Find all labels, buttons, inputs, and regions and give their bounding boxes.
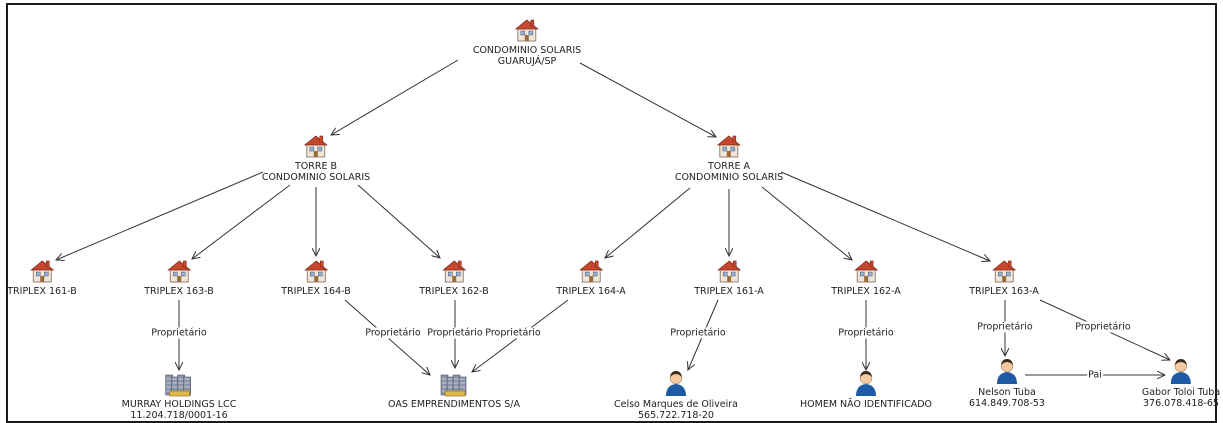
node-label: TRIPLEX 161-B — [7, 286, 77, 297]
node-label: TRIPLEX 163-A — [969, 286, 1039, 297]
person-icon — [1170, 359, 1191, 384]
node-sublabel: 376.078.418-65 — [1143, 398, 1219, 409]
node-label: TRIPLEX 161-A — [694, 286, 764, 297]
node-celso-marques[interactable]: Celso Marques de Oliveira 565.722.718-20 — [614, 369, 738, 421]
node-triplex-164-a[interactable]: TRIPLEX 164-A — [556, 258, 626, 297]
node-murray-holdings[interactable]: MURRAY HOLDINGS LCC 11.204.718/0001-16 — [121, 369, 237, 421]
node-torre-a[interactable]: TORRE A CONDOMINIO SOLARIS — [675, 133, 783, 183]
node-sublabel: CONDOMINIO SOLARIS — [261, 172, 371, 183]
edge-label-proprietario: Proprietário — [669, 327, 727, 339]
house-icon — [991, 260, 1017, 283]
node-label: TORRE A — [707, 161, 750, 172]
house-icon — [716, 260, 742, 283]
node-condominio-solaris[interactable]: CONDOMINIO SOLARIS GUARUJÁ/SP — [473, 17, 581, 67]
node-triplex-162-b[interactable]: TRIPLEX 162-B — [419, 258, 489, 297]
node-label: HOMEM NÃO IDENTIFICADO — [800, 399, 932, 410]
edge-label-pai: Pai — [1087, 369, 1103, 381]
edge-torre-a-164a — [605, 187, 691, 258]
house-icon — [578, 260, 604, 283]
node-label: TRIPLEX 163-B — [144, 286, 214, 297]
node-triplex-161-a[interactable]: TRIPLEX 161-A — [694, 258, 764, 297]
edge-label-proprietario: Proprietário — [837, 327, 895, 339]
house-icon — [441, 260, 467, 283]
edge-torre-b-163b — [192, 184, 291, 259]
node-label: OAS EMPRENDIMENTOS S/A — [388, 399, 520, 410]
edge-root-torre-a — [579, 62, 716, 137]
edge-label-proprietario: Proprietário — [976, 321, 1034, 333]
house-icon — [29, 260, 55, 283]
node-label: TRIPLEX 162-A — [831, 286, 901, 297]
node-sublabel: 614.849.708-53 — [969, 398, 1045, 409]
node-homem-nao-identificado[interactable]: HOMEM NÃO IDENTIFICADO — [800, 369, 932, 410]
node-sublabel: 565.722.718-20 — [638, 410, 714, 421]
edge-torre-a-163a — [780, 171, 990, 261]
node-sublabel: 11.204.718/0001-16 — [130, 410, 228, 421]
edge-label-proprietario: Proprietário — [364, 327, 422, 339]
house-icon — [853, 260, 879, 283]
person-icon — [997, 359, 1017, 384]
edge-label-proprietario: Proprietário — [150, 327, 208, 339]
person-icon — [856, 371, 876, 396]
node-triplex-162-a[interactable]: TRIPLEX 162-A — [831, 258, 901, 297]
edge-label-proprietario: Proprietário — [1074, 321, 1132, 333]
node-nelson-tuba[interactable]: Nelson Tuba 614.849.708-53 — [969, 357, 1045, 409]
node-label: TRIPLEX 164-B — [281, 286, 351, 297]
edge-torre-b-162b — [357, 184, 440, 258]
node-label: Gabor Toloi Tuba — [1141, 387, 1221, 398]
company-building-icon — [165, 374, 192, 397]
edge-torre-b-161b — [56, 171, 264, 260]
node-triplex-163-b[interactable]: TRIPLEX 163-B — [144, 258, 214, 297]
node-triplex-164-b[interactable]: TRIPLEX 164-B — [281, 258, 351, 297]
house-icon — [303, 260, 329, 283]
edge-label-proprietario: Proprietário — [484, 327, 542, 339]
node-sublabel: GUARUJÁ/SP — [497, 56, 557, 67]
edge-root-torre-b — [331, 59, 459, 135]
edge-label-proprietario: Proprietário — [426, 327, 484, 339]
node-torre-b[interactable]: TORRE B CONDOMINIO SOLARIS — [262, 133, 370, 183]
house-icon — [166, 260, 192, 283]
house-icon — [716, 135, 742, 158]
house-icon — [303, 135, 329, 158]
node-sublabel: CONDOMINIO SOLARIS — [674, 172, 784, 183]
house-icon — [514, 19, 540, 42]
edge-torre-a-162a — [761, 186, 852, 260]
node-label: Nelson Tuba — [978, 387, 1036, 398]
node-label: TRIPLEX 164-A — [556, 286, 626, 297]
node-label: CONDOMINIO SOLARIS — [472, 45, 582, 56]
node-triplex-161-b[interactable]: TRIPLEX 161-B — [7, 258, 77, 297]
diagram-canvas — [6, 3, 1217, 423]
person-icon — [665, 371, 686, 396]
node-label: MURRAY HOLDINGS LCC — [121, 399, 237, 410]
node-triplex-163-a[interactable]: TRIPLEX 163-A — [969, 258, 1039, 297]
node-gabor-toloi-tuba[interactable]: Gabor Toloi Tuba 376.078.418-65 — [1142, 357, 1220, 409]
company-building-icon — [440, 374, 467, 397]
node-oas-empreendimentos[interactable]: OAS EMPRENDIMENTOS S/A — [388, 369, 520, 410]
node-label: TRIPLEX 162-B — [419, 286, 489, 297]
node-label: Celso Marques de Oliveira — [613, 399, 739, 410]
node-label: TORRE B — [294, 161, 338, 172]
